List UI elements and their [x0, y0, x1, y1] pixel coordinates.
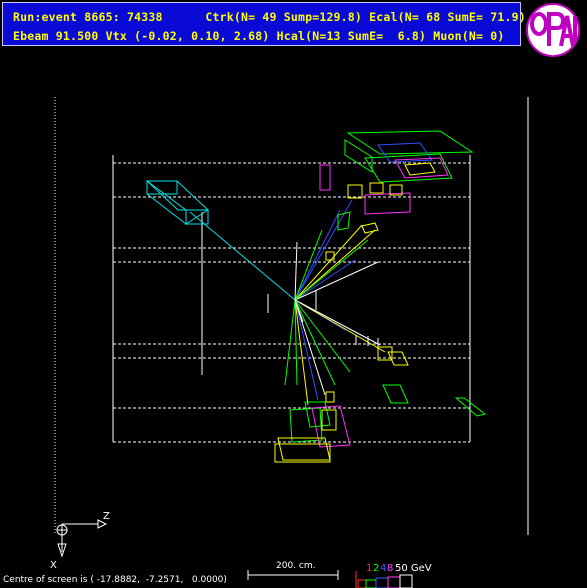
opal-logo: OPAL	[526, 3, 580, 57]
centre-of-screen-text: Centre of screen is ( -17.8882, -7.2571,…	[3, 575, 227, 585]
track	[294, 229, 376, 301]
legend-item-50gev: 50 GeV	[395, 563, 432, 574]
track	[284, 299, 296, 386]
track	[294, 199, 353, 301]
track	[294, 299, 386, 353]
track	[294, 299, 381, 346]
header-line-beam: Ebeam 91.500 Vtx (-0.02, 0.10, 2.68) Hca…	[13, 29, 505, 43]
axis-label-x: X	[50, 560, 57, 571]
track	[294, 299, 309, 406]
lower-center-clusters	[274, 391, 351, 463]
energy-legend-boxes	[355, 571, 413, 588]
axis-label-z: Z	[103, 511, 110, 522]
track	[294, 209, 341, 301]
legend-item-4: 4	[380, 563, 387, 574]
track	[294, 224, 363, 301]
logo-text: OPAL	[552, 54, 555, 57]
track	[294, 299, 319, 401]
vertex-marks	[267, 291, 317, 313]
legend-item-2: 2	[373, 563, 380, 574]
header-line-run: Run:event 8665: 74338 Ctrk(N= 49 Sump=12…	[13, 10, 526, 24]
track	[294, 229, 323, 301]
legend-item-1: 1	[366, 563, 373, 574]
track	[294, 261, 379, 301]
axis-gizmo	[56, 519, 108, 558]
detector-outline	[54, 97, 529, 535]
detector-layers	[113, 162, 470, 443]
track	[294, 299, 304, 323]
legend-item-8: 8	[387, 563, 394, 574]
track	[294, 299, 326, 396]
track	[189, 211, 296, 301]
track	[294, 299, 351, 373]
track	[294, 241, 298, 301]
tracks	[189, 199, 386, 406]
cyan-hcal-block	[145, 180, 210, 226]
track	[294, 259, 356, 301]
track	[294, 239, 369, 301]
scale-bar	[247, 570, 339, 580]
track	[294, 299, 298, 386]
lower-right-clusters	[377, 346, 487, 417]
scale-label: 200. cm.	[276, 561, 316, 571]
event-header: Run:event 8665: 74338 Ctrk(N= 49 Sump=12…	[2, 2, 526, 46]
track	[294, 299, 336, 386]
upper-right-clusters	[319, 130, 474, 261]
